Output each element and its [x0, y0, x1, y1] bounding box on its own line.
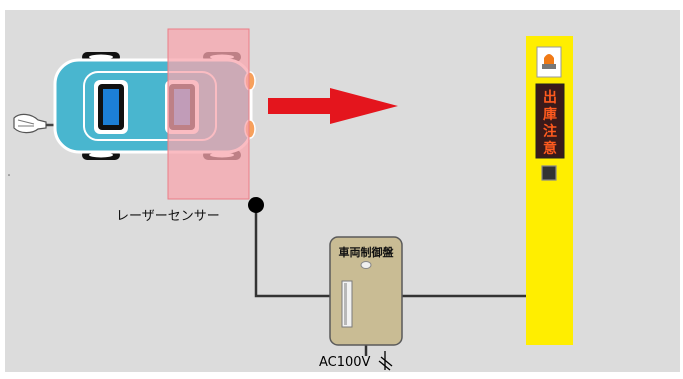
- warning-pole: 出 庫 注 意: [526, 36, 573, 345]
- control-panel-title: 車両制御盤: [339, 245, 395, 259]
- breaker-symbol-icon: [378, 351, 393, 371]
- warning-char-1: 出: [543, 89, 557, 106]
- direction-arrow: [268, 88, 398, 124]
- sensor-detection-zone: [167, 28, 250, 200]
- warning-pole-body: [526, 36, 573, 345]
- stray-dot: [8, 174, 10, 176]
- sensor-cable: [254, 205, 332, 298]
- car-window-rear: [94, 80, 128, 134]
- indicator-lamp-icon: [541, 165, 557, 181]
- panel-lamp: [360, 261, 372, 269]
- control-panel: 車両制御盤: [329, 236, 403, 346]
- sensor-label: レーザーセンサー: [116, 209, 220, 224]
- rotating-beacon-icon: [536, 46, 562, 78]
- warning-display: [535, 83, 565, 159]
- wiring: [254, 205, 526, 356]
- warning-char-4: 意: [543, 140, 557, 157]
- laser-sensor-node: [248, 197, 264, 213]
- power-label: AC100V: [319, 355, 371, 370]
- warning-char-2: 庫: [543, 106, 557, 123]
- warning-char-3: 注: [543, 123, 557, 140]
